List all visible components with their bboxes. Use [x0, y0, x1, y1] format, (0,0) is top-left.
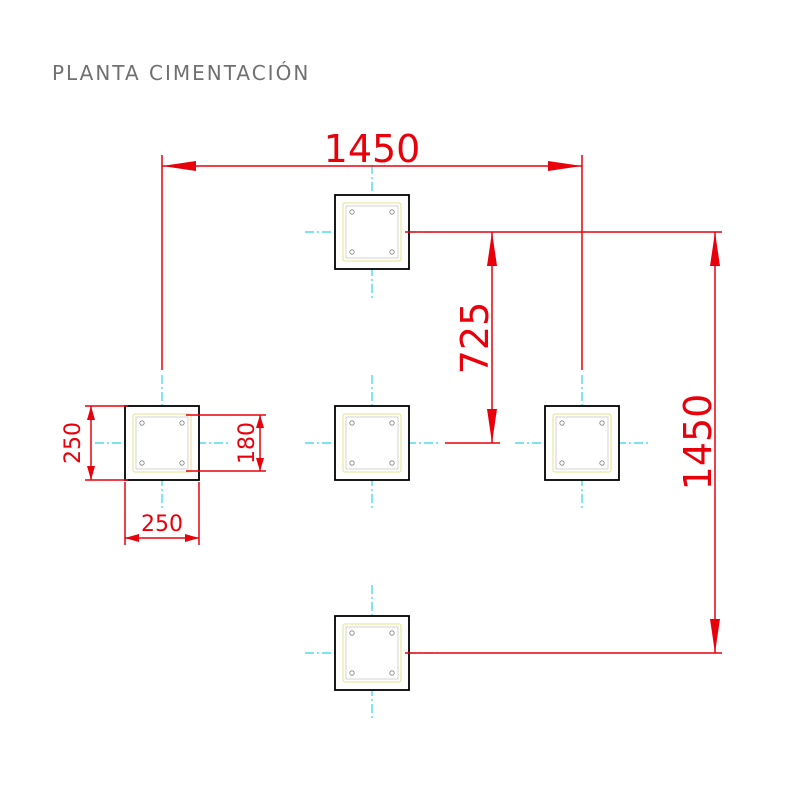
- footing-bottom: [334, 615, 410, 691]
- dimension-top-1450: 1450: [161, 127, 583, 370]
- dimension-label-footing-width: 250: [141, 512, 183, 537]
- dimension-footing-width-250: 250: [124, 482, 200, 545]
- footing-right: [544, 405, 620, 481]
- dimension-label-half-height: 725: [453, 302, 497, 375]
- dimension-vertical-1450: 1450: [676, 232, 720, 653]
- dimension-label-top-width: 1450: [324, 127, 421, 171]
- axis-lines: [95, 165, 650, 720]
- dimension-footing-height-250: 250: [61, 405, 128, 481]
- footing-top: [334, 194, 410, 270]
- dimension-label-total-height: 1450: [676, 394, 720, 491]
- vertical-extension-lines: [405, 231, 722, 654]
- dimension-plate-180: 180: [186, 414, 266, 472]
- dimension-label-plate-size: 180: [235, 422, 260, 464]
- footing-center: [334, 405, 410, 481]
- dimension-vertical-725: 725: [453, 232, 497, 443]
- footing-left: [124, 405, 200, 481]
- drawing-title: PLANTA CIMENTACIÓN: [52, 61, 310, 85]
- dimension-label-footing-height: 250: [61, 422, 86, 464]
